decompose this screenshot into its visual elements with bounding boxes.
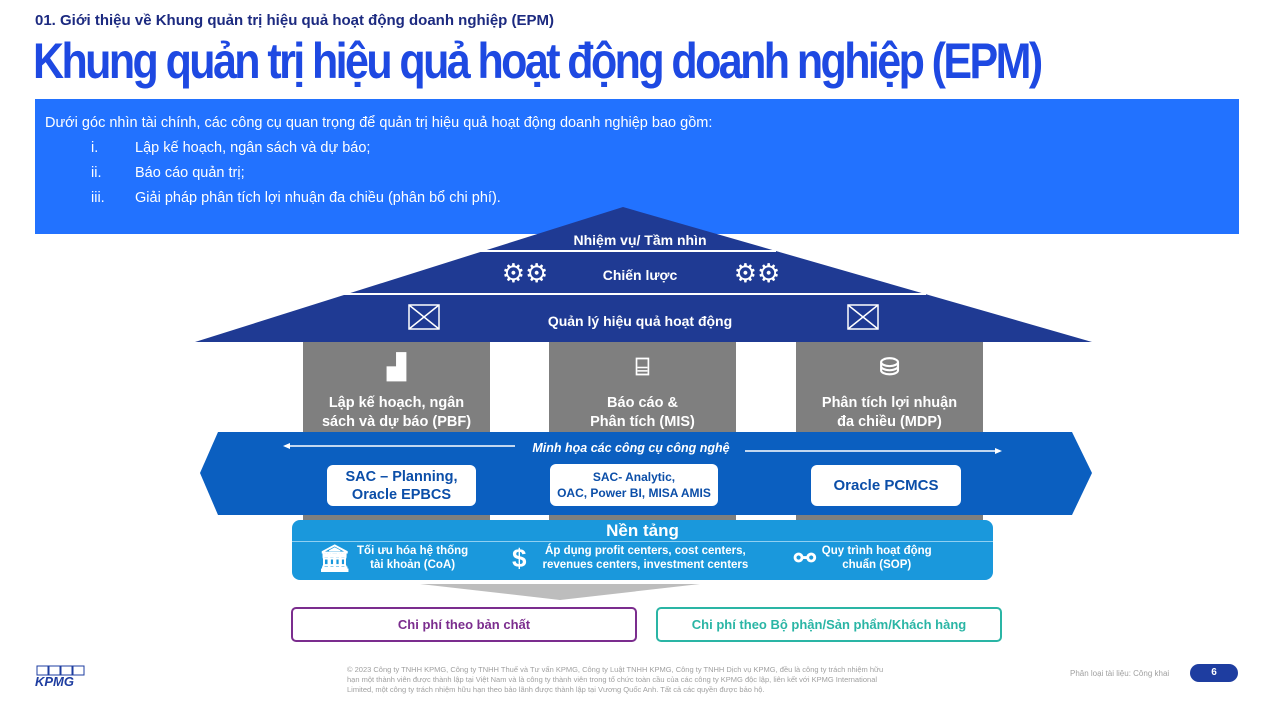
tool-label: SAC – Planning, <box>345 468 458 485</box>
document-classification: Phân loại tài liệu: Công khai <box>1070 669 1170 678</box>
arrow-right-head <box>995 448 1002 454</box>
item-text: Báo cáo quản trị; <box>135 165 245 181</box>
kpmg-logo: KPMG <box>35 665 85 687</box>
foundation-item-centers: $ Áp dụng profit centers, cost centers, re… <box>512 544 748 572</box>
pillar-label: đa chiều (MDP) <box>837 414 942 430</box>
foundation-box: Nền tảng 🏛 Tối ưu hóa hệ thống tài khoản (… <box>292 520 993 580</box>
rocking-chair-dollar-icon: $ <box>512 543 527 573</box>
page-number: 6 <box>1190 664 1238 682</box>
tool-label: Oracle PCMCS <box>833 477 939 494</box>
roof-strategy: Chiến lược <box>603 267 678 283</box>
intro-item: ii. Báo cáo quản trị; <box>45 165 1229 181</box>
foundation-item-sop: ⚯ Quy trình hoạt động chuẩn (SOP) <box>794 544 932 572</box>
legal-notice: © 2023 Công ty TNHH KPMG, Công ty TNHH T… <box>347 665 884 694</box>
tool-box-pcmcs: Oracle PCMCS <box>811 465 961 506</box>
pillar-label: Phân tích (MIS) <box>590 414 695 430</box>
coins-icon: ⛁ <box>879 354 900 381</box>
roof-performance: Quản lý hiệu quả hoạt động <box>548 313 732 329</box>
arrow-left-head <box>283 443 290 449</box>
foundation-item-label: Quy trình hoạt động <box>821 545 932 557</box>
item-text: Lập kế hoạch, ngân sách và dự báo; <box>135 140 371 156</box>
pillar-label: sách và dự báo (PBF) <box>321 414 472 430</box>
intro-item: iii. Giải pháp phân tích lợi nhuận đa chi… <box>45 190 1229 206</box>
pillar-label: Lập kế hoạch, ngân <box>328 395 465 411</box>
network-cube-icon <box>408 304 440 330</box>
bank-icon: 🏛 <box>318 543 352 573</box>
item-number: ii. <box>91 165 102 181</box>
foundation-item-coa: 🏛 Tối ưu hóa hệ thống tài khoản (CoA) <box>318 544 468 572</box>
foundation-title: Nền tảng <box>292 520 993 542</box>
intro-item: i. Lập kế hoạch, ngân sách và dự báo; <box>45 140 1229 156</box>
tool-label: SAC- Analytic, <box>592 470 676 484</box>
item-number: i. <box>91 140 99 156</box>
cost-by-segment-box: Chi phí theo Bộ phận/Sản phẩm/Khách hàng <box>656 607 1002 642</box>
item-text: Giải pháp phân tích lợi nhuận đa chiều (… <box>135 190 501 206</box>
roof-shape <box>195 207 1092 342</box>
roof-mission: Nhiệm vụ/ Tầm nhìn <box>573 232 706 248</box>
tech-label: Minh họa các công cụ công nghệ <box>532 441 729 455</box>
presentation-chart-icon: ⌸ <box>635 354 650 381</box>
tool-box-planning: SAC – Planning,Oracle EPBCS <box>327 465 476 506</box>
section-subtitle: 01. Giới thiệu về Khung quản trị hiệu qu… <box>35 12 554 29</box>
pillar-label: Báo cáo & <box>607 395 678 411</box>
intro-lead: Dưới góc nhìn tài chính, các công cụ qua… <box>45 115 713 131</box>
tool-label: Oracle EPBCS <box>351 486 452 503</box>
process-flow-icon: ⚯ <box>794 543 816 573</box>
down-arrow-shape <box>420 584 700 600</box>
item-number: iii. <box>91 190 105 206</box>
foundation-item-label: tài khoản (CoA) <box>370 559 456 571</box>
svg-text:KPMG: KPMG <box>35 674 74 687</box>
cost-by-nature-box: Chi phí theo bản chất <box>291 607 637 642</box>
tool-label: OAC, Power BI, MISA AMIS <box>557 486 711 500</box>
page-title: Khung quản trị hiệu quả hoạt động doanh … <box>33 33 1043 89</box>
network-cube-icon <box>847 304 879 330</box>
gears-icon: ⚙⚙ <box>502 258 549 288</box>
chart-document-icon: ▟ <box>387 354 406 381</box>
foundation-item-label: chuẩn (SOP) <box>842 559 912 571</box>
foundation-item-label: Áp dụng profit centers, cost centers, <box>545 545 746 557</box>
pillar-label: Phân tích lợi nhuận <box>821 395 958 411</box>
foundation-item-label: Tối ưu hóa hệ thống <box>357 545 469 557</box>
foundation-item-label: revenues centers, investment centers <box>542 559 749 571</box>
gears-icon: ⚙⚙ <box>734 258 781 288</box>
tool-box-analytics: SAC- Analytic, OAC, Power BI, MISA AMIS <box>550 464 718 506</box>
